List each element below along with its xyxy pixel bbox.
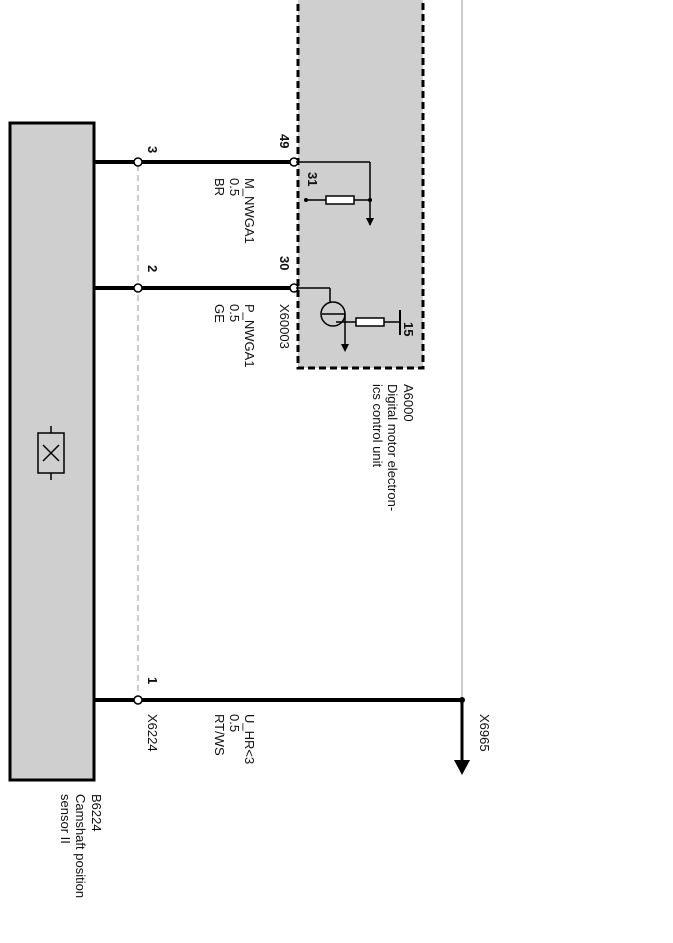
wire-2-signal: P_NWGA1 bbox=[242, 304, 257, 368]
wire-3-cross-section: 0.5 bbox=[227, 178, 242, 196]
continuation-arrow-icon bbox=[454, 760, 470, 775]
wire-1-color: RT/WS bbox=[212, 714, 227, 756]
control-unit-box[interactable] bbox=[296, 0, 425, 370]
sensor-pin-3-label: 3 bbox=[145, 146, 160, 153]
sensor-id: B6224 bbox=[89, 794, 104, 832]
ecu-pin-49-label: 49 bbox=[277, 134, 292, 148]
ground-circuit bbox=[296, 161, 374, 226]
continuation-connector-label: X6965 bbox=[477, 714, 492, 752]
wire-3-signal: M_NWGA1 bbox=[242, 178, 257, 244]
wire-1-cross-section: 0.5 bbox=[227, 714, 242, 732]
pin-2-terminal bbox=[133, 283, 143, 293]
pin-1-terminal bbox=[133, 695, 143, 705]
control-unit-id: A6000 bbox=[401, 384, 416, 422]
sensor-pin-1-label: 1 bbox=[145, 677, 160, 684]
wire-3-color: BR bbox=[212, 178, 227, 196]
wire-2-cross-section: 0.5 bbox=[227, 304, 242, 322]
control-unit-name-line2: ics control unit bbox=[370, 384, 385, 467]
wire-2-color: GE bbox=[212, 304, 227, 323]
continuation-node bbox=[459, 697, 465, 703]
sensor-x-symbol bbox=[37, 426, 65, 480]
sensor-connector-label: X6224 bbox=[145, 714, 160, 752]
sensor-name-line1: Camshaft position bbox=[73, 794, 88, 898]
ecu-connector-label: X60003 bbox=[277, 304, 292, 349]
sensor-pin-2-label: 2 bbox=[145, 265, 160, 272]
ground-pin-label: 31 bbox=[305, 172, 320, 186]
ecu-pin-30-label: 30 bbox=[277, 256, 292, 270]
transistor-circuit bbox=[296, 287, 401, 352]
sensor-name-line2: sensor II bbox=[58, 794, 73, 844]
control-unit-name-line1: Digital motor electron- bbox=[385, 384, 400, 511]
wire-1-signal: U_HR<3 bbox=[242, 714, 257, 764]
supply-pin-label: 15 bbox=[401, 322, 416, 336]
pin-3-terminal bbox=[133, 157, 143, 167]
